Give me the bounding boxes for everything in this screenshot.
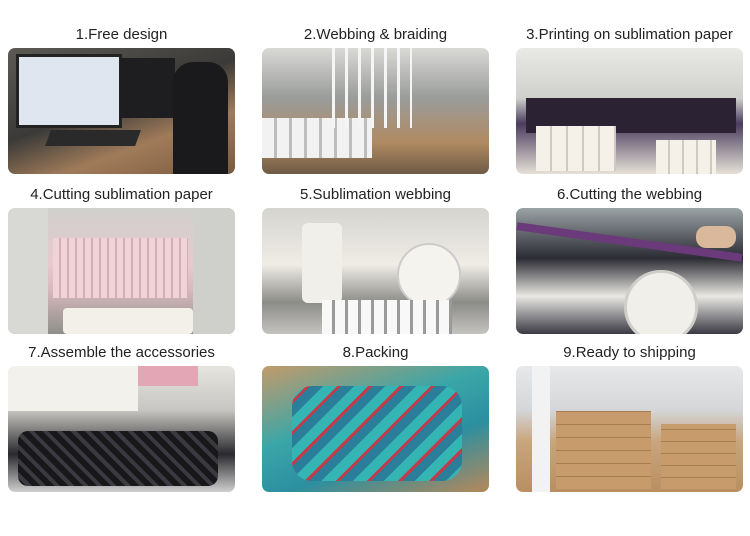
step-caption: 2.Webbing & braiding [303,26,448,43]
step-caption: 9.Ready to shipping [563,344,696,361]
step-caption: 6.Cutting the webbing [556,186,703,203]
paper-cutting-photo [8,208,235,334]
warehouse-shipping-photo [516,366,743,492]
accessory-assembly-photo [8,366,235,492]
webbing-cutting-photo [516,208,743,334]
packing-photo [262,366,489,492]
webbing-braiding-photo [262,48,489,174]
sublimation-webbing-photo [262,208,489,334]
step-caption: 5.Sublimation webbing [300,186,451,203]
step-caption: 7.Assemble the accessories [28,344,215,361]
step-caption: 1.Free design [75,26,168,43]
step-caption: 4.Cutting sublimation paper [30,186,213,203]
step-caption: 3.Printing on sublimation paper [526,26,733,43]
sublimation-printing-photo [516,48,743,174]
step-caption: 8.Packing [342,344,409,361]
design-workstation-photo [8,48,235,174]
